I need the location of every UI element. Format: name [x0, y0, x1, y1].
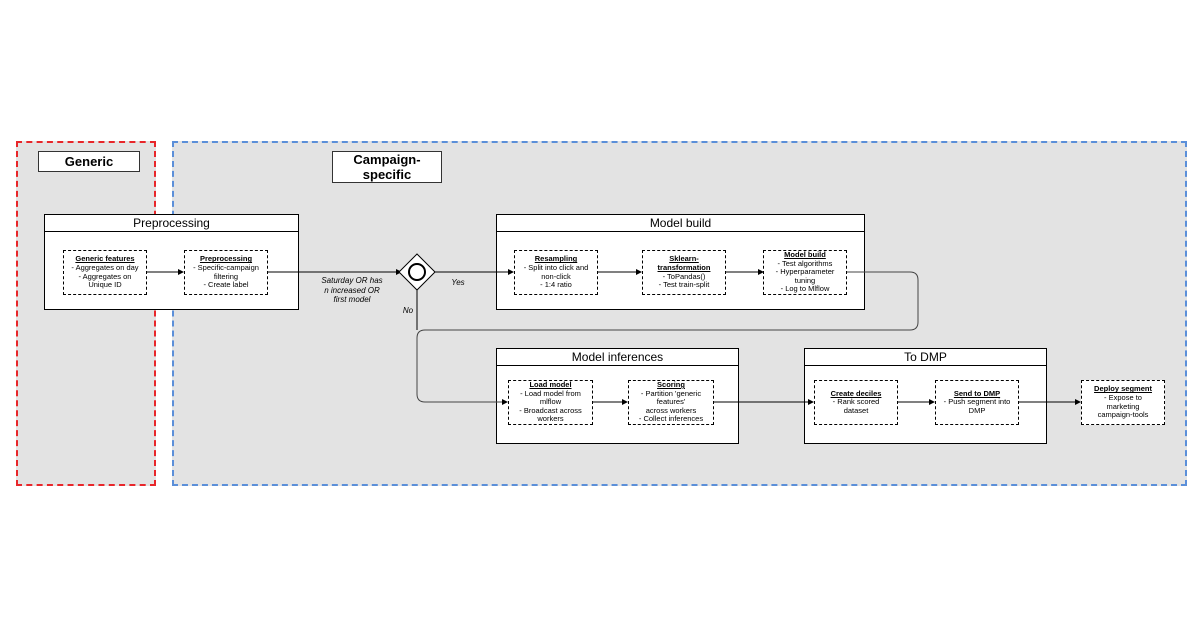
- task-resampling: Resampling - Split into click and non-cl…: [514, 250, 598, 295]
- task-preprocessing: Preprocessing - Specific-campaign filter…: [184, 250, 268, 295]
- group-model-inferences-title: Model inferences: [497, 349, 738, 366]
- task-resampling-title: Resampling: [534, 254, 578, 264]
- task-preprocessing-title: Preprocessing: [199, 254, 253, 264]
- task-model-build-title: Model build: [784, 250, 826, 260]
- exclusive-gateway-icon: [398, 253, 436, 291]
- task-create-deciles-body: - Rank scored dataset: [832, 397, 880, 415]
- gateway-condition-label: Saturday OR has n increased OR first mod…: [321, 276, 383, 304]
- task-sklearn-transformation: Sklearn- transformation - ToPandas() - T…: [642, 250, 726, 295]
- task-send-to-dmp-title: Send to DMP: [953, 388, 1001, 398]
- task-create-deciles-title: Create deciles: [830, 388, 882, 398]
- generic-region-label: Generic: [38, 151, 140, 172]
- task-send-to-dmp: Send to DMP - Push segment into DMP: [935, 380, 1019, 425]
- task-deploy-segment-title: Deploy segment: [1094, 384, 1152, 394]
- task-generic-features-body: - Aggregates on day - Aggregates on Uniq…: [71, 262, 139, 290]
- task-generic-features-title: Generic features: [75, 254, 135, 264]
- generic-region: [16, 141, 156, 486]
- task-sklearn-body: - ToPandas() - Test train-split: [658, 271, 710, 290]
- campaign-region-label: Campaign- specific: [332, 151, 442, 183]
- gateway-yes-label: Yes: [451, 278, 465, 287]
- task-sklearn-title: Sklearn- transformation: [657, 254, 711, 272]
- gateway-no-label: No: [402, 306, 414, 315]
- task-preprocessing-body: - Specific-campaign filtering - Create l…: [193, 262, 259, 290]
- edge-modelbuild-loop: [416, 271, 919, 405]
- task-load-model: Load model - Load model from mlflow - Br…: [508, 380, 593, 425]
- group-model-build-title: Model build: [497, 215, 864, 232]
- task-send-to-dmp-body: - Push segment into DMP: [943, 397, 1011, 415]
- task-load-model-title: Load model: [529, 380, 572, 390]
- group-to-dmp-title: To DMP: [805, 349, 1046, 366]
- generic-region-fill: [16, 141, 156, 486]
- task-deploy-segment-body: - Expose to marketing campaign-tools: [1097, 392, 1149, 420]
- group-preprocessing-title: Preprocessing: [45, 215, 298, 232]
- task-create-deciles: Create deciles - Rank scored dataset: [814, 380, 898, 425]
- task-resampling-body: - Split into click and non-click - 1:4 r…: [523, 262, 589, 290]
- task-model-build-body: - Test algorithms - Hyperparameter tunin…: [775, 258, 835, 294]
- task-scoring-body: - Partition 'generic features' across wo…: [638, 388, 704, 424]
- task-model-build: Model build - Test algorithms - Hyperpar…: [763, 250, 847, 295]
- task-generic-features: Generic features - Aggregates on day - A…: [63, 250, 147, 295]
- task-deploy-segment: Deploy segment - Expose to marketing cam…: [1081, 380, 1165, 425]
- task-scoring-title: Scoring: [657, 380, 685, 390]
- task-scoring: Scoring - Partition 'generic features' a…: [628, 380, 714, 425]
- task-load-model-body: - Load model from mlflow - Broadcast acr…: [519, 388, 582, 424]
